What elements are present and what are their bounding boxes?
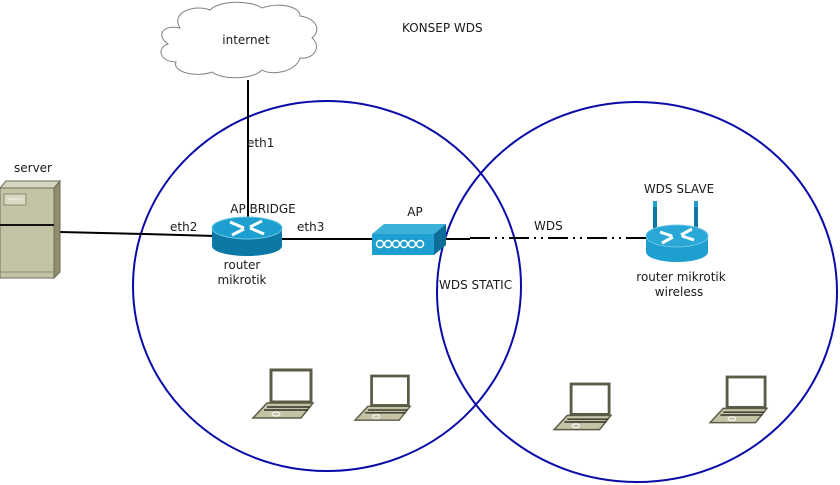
internet-label: internet: [222, 33, 270, 47]
zone-circle-right: [436, 101, 838, 483]
laptop-icon: [353, 374, 412, 421]
diagram-title: KONSEP WDS: [402, 21, 483, 35]
laptop-icon: [552, 382, 613, 431]
wds-static-label: WDS STATIC: [439, 278, 513, 292]
eth1-label: eth1: [247, 136, 275, 150]
laptop-icon: [251, 368, 315, 419]
server-icon: [0, 179, 62, 280]
cloud-icon: [160, 1, 318, 79]
ap-label: AP: [407, 205, 423, 219]
wireless-router-icon: [645, 201, 709, 262]
laptop-icon: [708, 375, 769, 424]
link-eth2: [59, 231, 216, 237]
eth3-label: eth3: [297, 220, 325, 234]
access-point-icon: [372, 224, 446, 255]
router-label-line2: mikrotik: [217, 273, 267, 287]
wds-label: WDS: [534, 219, 563, 233]
wireless-router-label-line2: wireless: [654, 285, 704, 299]
wireless-router-label-line1: router mikrotik: [636, 270, 726, 284]
eth2-label: eth2: [170, 220, 198, 234]
zone-circle-left: [132, 100, 522, 472]
router-label-line1: router: [223, 258, 261, 272]
ap-bridge-label: AP BRIDGE: [230, 202, 296, 216]
router-icon: [211, 216, 283, 256]
server-label: server: [14, 161, 52, 175]
wds-slave-label: WDS SLAVE: [643, 182, 715, 196]
